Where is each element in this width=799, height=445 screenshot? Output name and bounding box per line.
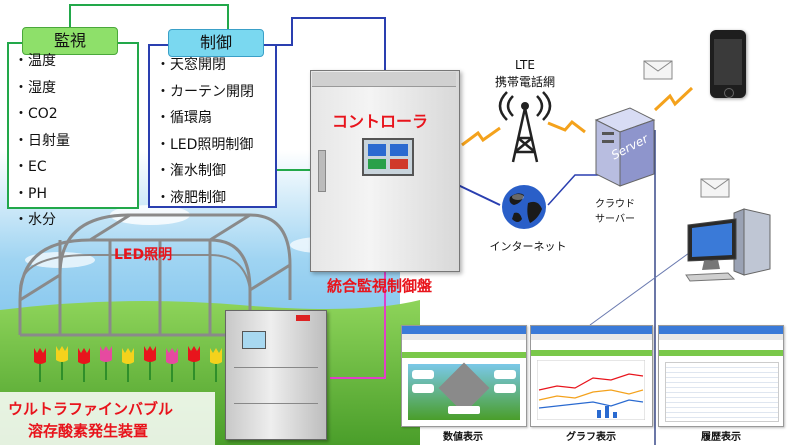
bubble-label-line1: ウルトラファインバブル [8,400,174,418]
controller-label: コントローラ [332,112,429,131]
led-label: LED照明 [114,247,173,263]
monitoring-tag: 監視 [22,27,118,55]
control-list: 天窓開閉 カーテン開閉 循環扇 LED照明制御 潅水制御 液肥制御 [156,52,254,211]
globe-icon [502,185,546,229]
numeric-display-caption: 数値表示 [443,432,483,443]
monitoring-item: 湿度 [14,75,70,102]
monitoring-list: 温度 湿度 CO2 日射量 EC PH 水分 [14,48,70,234]
numeric-display-screenshot [401,325,527,427]
internet-label: インターネット [489,240,567,253]
control-item: 液肥制御 [156,185,254,212]
server-icon [594,107,656,187]
controller-display [362,138,414,176]
monitoring-item: 水分 [14,207,70,234]
cabinet-handle [318,150,326,192]
graph-display-caption: グラフ表示 [566,432,616,443]
cabinet-top [312,72,456,87]
control-item: LED照明制御 [156,132,254,159]
control-item: 循環扇 [156,105,254,132]
monitoring-item: 日射量 [14,128,70,155]
mail-icon [700,178,730,198]
control-item: カーテン開閉 [156,79,254,106]
cloud-label-line2: サーバー [595,214,635,225]
mail-icon [643,60,673,80]
monitoring-item: CO2 [14,101,70,128]
monitoring-item: EC [14,154,70,181]
monitoring-item: 温度 [14,48,70,75]
bubble-unit [225,310,327,440]
history-display-caption: 履歴表示 [701,432,741,443]
panel-label: 統合監視制御盤 [327,277,433,295]
control-item: 潅水制御 [156,158,254,185]
smartphone-icon [710,30,746,98]
history-display-screenshot [658,325,784,427]
desktop-pc-icon [685,208,771,282]
lte-label-line2: 携帯電話網 [494,75,555,89]
graph-display-screenshot [530,325,653,427]
monitoring-item: PH [14,181,70,208]
control-item: 天窓開閉 [156,52,254,79]
tower-icon [498,91,552,163]
lte-label-line1: LTE [515,58,535,72]
bubble-label-line2: 溶存酸素発生装置 [28,422,149,440]
cloud-label-line1: クラウド [595,199,635,210]
